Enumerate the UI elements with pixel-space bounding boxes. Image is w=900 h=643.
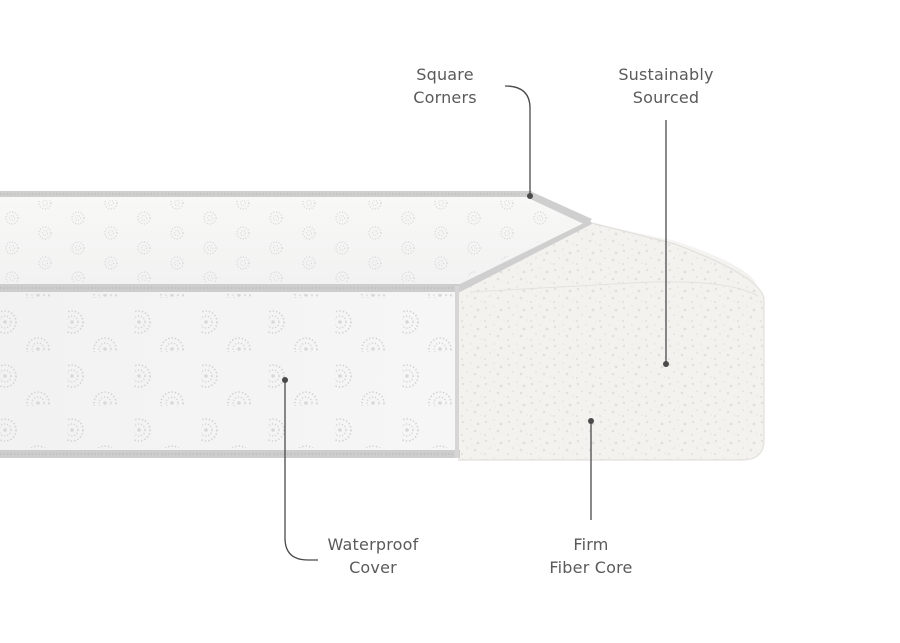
- callout-square-corners: Square Corners: [395, 63, 495, 109]
- leader-dot-sustainably-sourced: [663, 361, 669, 367]
- bottom-piping: [0, 450, 460, 458]
- callout-sustainably-sourced: Sustainably Sourced: [598, 63, 734, 109]
- foam-core-edge-crease: [469, 281, 759, 297]
- top-front-piping: [0, 284, 460, 292]
- mattress-side-pattern: [0, 294, 456, 448]
- leader-dot-waterproof-cover: [282, 377, 288, 383]
- callout-waterproof-cover-line2: Cover: [349, 558, 397, 577]
- leader-line-waterproof-cover: [284, 380, 318, 561]
- foam-core-face: [458, 222, 764, 460]
- callout-firm-fiber-core: Firm Fiber Core: [535, 533, 647, 579]
- leader-dot-square-corners: [527, 193, 533, 199]
- side-corner-piping: [456, 220, 592, 292]
- foam-core-outline: [457, 221, 765, 461]
- side-front-edge: [455, 286, 459, 458]
- leader-line-square-corners: [504, 85, 531, 196]
- callout-square-corners-line2: Corners: [413, 88, 477, 107]
- callout-waterproof-cover-line1: Waterproof: [327, 535, 419, 554]
- callout-firm-fiber-core-line1: Firm: [573, 535, 609, 554]
- top-corner-piping: [526, 191, 592, 225]
- mattress-top-pattern: [0, 200, 580, 282]
- callout-waterproof-cover: Waterproof Cover: [318, 533, 428, 579]
- callout-sustainably-sourced-line2: Sourced: [632, 88, 700, 107]
- callout-firm-fiber-core-line2: Fiber Core: [549, 558, 633, 577]
- callout-square-corners-line1: Square: [416, 65, 474, 84]
- callout-sustainably-sourced-line1: Sustainably: [618, 65, 714, 84]
- leader-dot-firm-fiber-core: [588, 418, 594, 424]
